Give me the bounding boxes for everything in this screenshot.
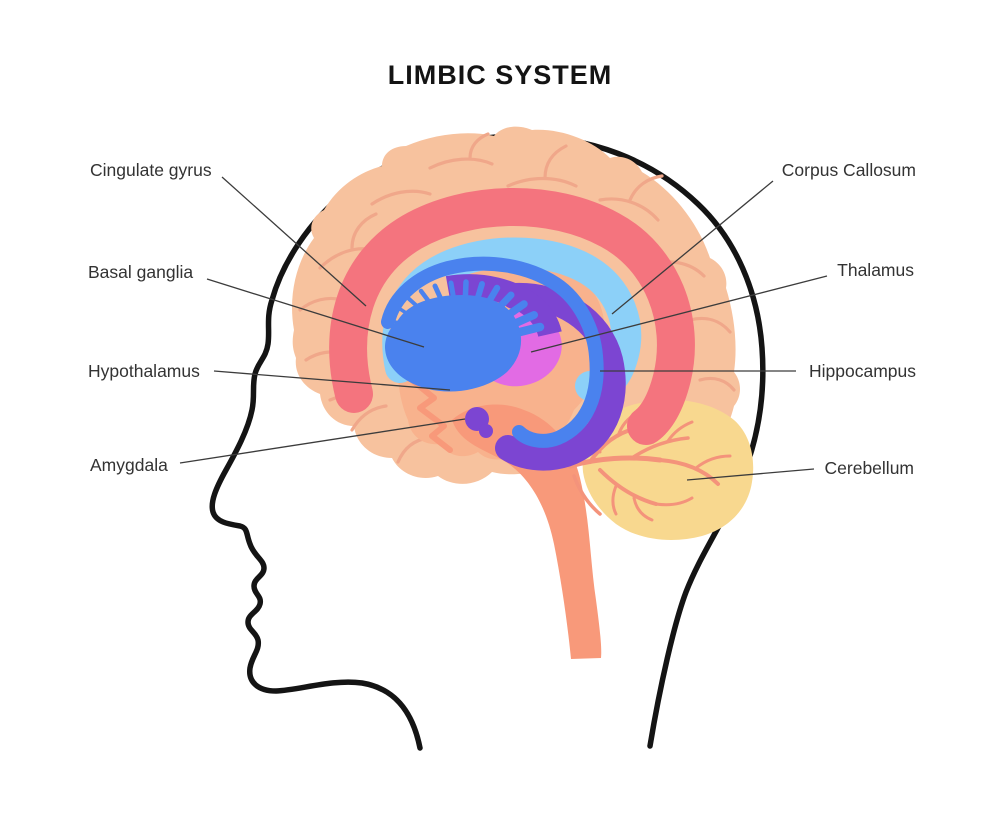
leader-line-hypothalamus <box>213 370 451 391</box>
cingulate-gyrus-ring <box>329 188 695 445</box>
leader-line-thalamus <box>530 275 828 353</box>
basal-ganglia-core <box>385 295 522 392</box>
brain-fold-zigzag <box>409 377 453 453</box>
basal-ganglia-outer-ring <box>381 256 604 448</box>
striation-band-purple <box>445 274 562 338</box>
head-profile-outline <box>209 133 766 751</box>
leader-line-cingulate-gyrus <box>221 176 367 307</box>
label-cingulate-gyrus: Cingulate gyrus <box>90 160 212 180</box>
page-title: LIMBIC SYSTEM <box>387 60 613 90</box>
brainstem-shape <box>452 404 602 659</box>
label-hypothalamus: Hypothalamus <box>88 361 200 381</box>
leader-line-corpus-callosum <box>611 180 774 315</box>
label-cerebellum: Cerebellum <box>824 458 914 478</box>
leader-line-cerebellum <box>686 468 815 481</box>
cerebellum-shape <box>582 399 754 540</box>
label-basal-ganglia: Basal ganglia <box>88 262 194 282</box>
amygdala-shape-small <box>479 424 493 438</box>
label-amygdala: Amygdala <box>90 455 168 475</box>
leader-line-basal-ganglia <box>206 278 425 348</box>
label-thalamus: Thalamus <box>837 260 914 280</box>
leader-lines <box>179 176 828 481</box>
leader-line-amygdala <box>179 418 466 464</box>
label-hippocampus: Hippocampus <box>809 361 916 381</box>
hippocampus-fornix-band <box>495 282 626 471</box>
label-corpus-callosum: Corpus Callosum <box>781 160 916 180</box>
